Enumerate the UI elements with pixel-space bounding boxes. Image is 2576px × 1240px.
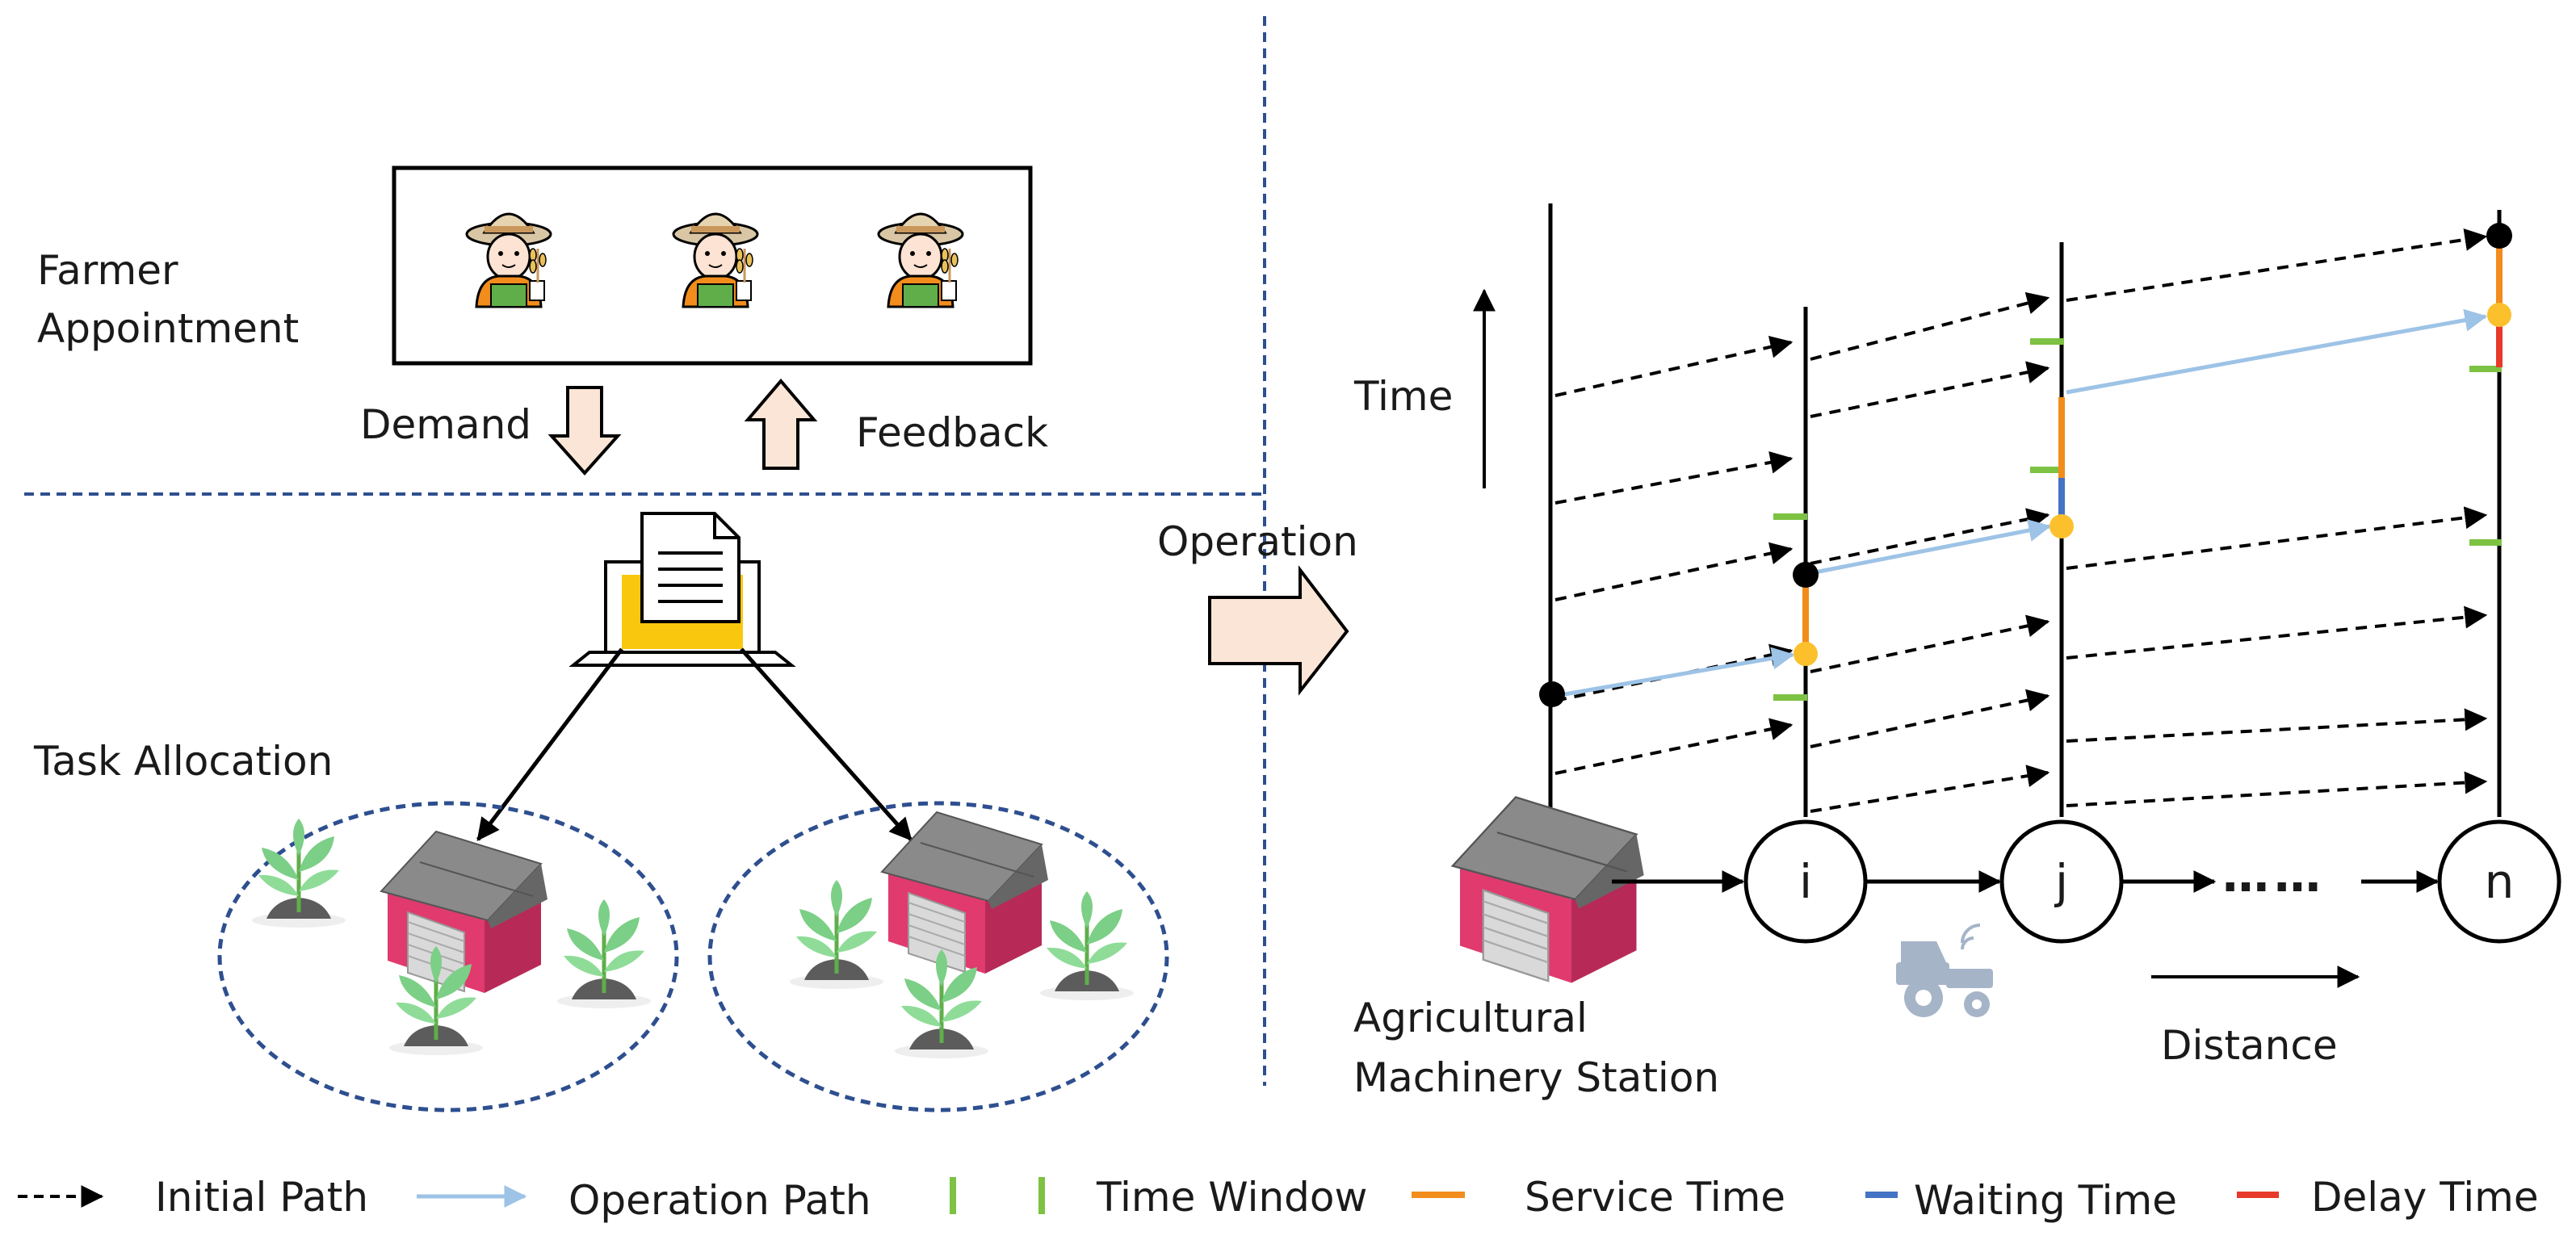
plant-icon [252,819,346,928]
station-label-line-1: Agricultural [1353,995,1588,1041]
node-j-label: j [2054,854,2068,909]
legend-label: Initial Path [155,1174,368,1221]
plant-icon [557,899,651,1008]
legend: Initial Path Operation Path Time Window … [18,1174,2539,1224]
arrival-marker [1794,642,1818,666]
initial-paths [1554,228,2488,813]
feedback-arrow-icon [744,378,818,470]
arrival-marker [2487,303,2511,327]
feedback-label: Feedback [856,409,1048,456]
farmer-appointment-section: Farmer Appointment Demand Feedback [37,165,1048,476]
time-label: Time [1353,373,1453,420]
task-allocation-section: Task Allocation [33,512,1169,1112]
time-window-marks [1773,338,2502,701]
node-i-label: i [1799,854,1812,909]
demand-arrow-icon [548,386,622,476]
allocation-arrow-left [476,647,623,841]
arrival-marker [2049,514,2074,538]
departure-marker [1793,562,1819,588]
plant-icon [1040,891,1134,1000]
demand-label: Demand [360,401,531,448]
legend-label: Delay Time [2311,1174,2539,1221]
station-label-line-2: Machinery Station [1353,1054,1719,1101]
legend-label: Time Window [1096,1174,1367,1221]
plant-icon [790,880,883,989]
allocation-arrow-right [740,647,913,841]
tractor-icon [1896,924,1993,1017]
distance-label: Distance [2161,1022,2338,1069]
farmer-label-line-2: Appointment [37,305,299,352]
laptop-icon [568,512,796,667]
operation-label: Operation [1157,518,1358,565]
space-time-network: Time [1353,203,2561,1101]
node-n [2437,819,2561,944]
node-n-label: n [2485,854,2515,909]
farm-region-1 [217,801,679,1112]
departure-marker [2486,223,2512,249]
legend-label: Waiting Time [1914,1177,2177,1224]
legend-label: Service Time [1525,1174,1785,1221]
operation-paths [1554,308,2488,698]
legend-label: Operation Path [568,1177,871,1224]
farm-region-2 [707,801,1169,1112]
ellipsis-label: …… [2222,848,2326,903]
departure-marker [1539,681,1565,707]
task-allocation-label: Task Allocation [33,738,333,785]
farmer-label-line-1: Farmer [37,247,178,294]
operation-arrow-icon [1208,565,1349,696]
station-barn-icon [1451,796,1645,984]
